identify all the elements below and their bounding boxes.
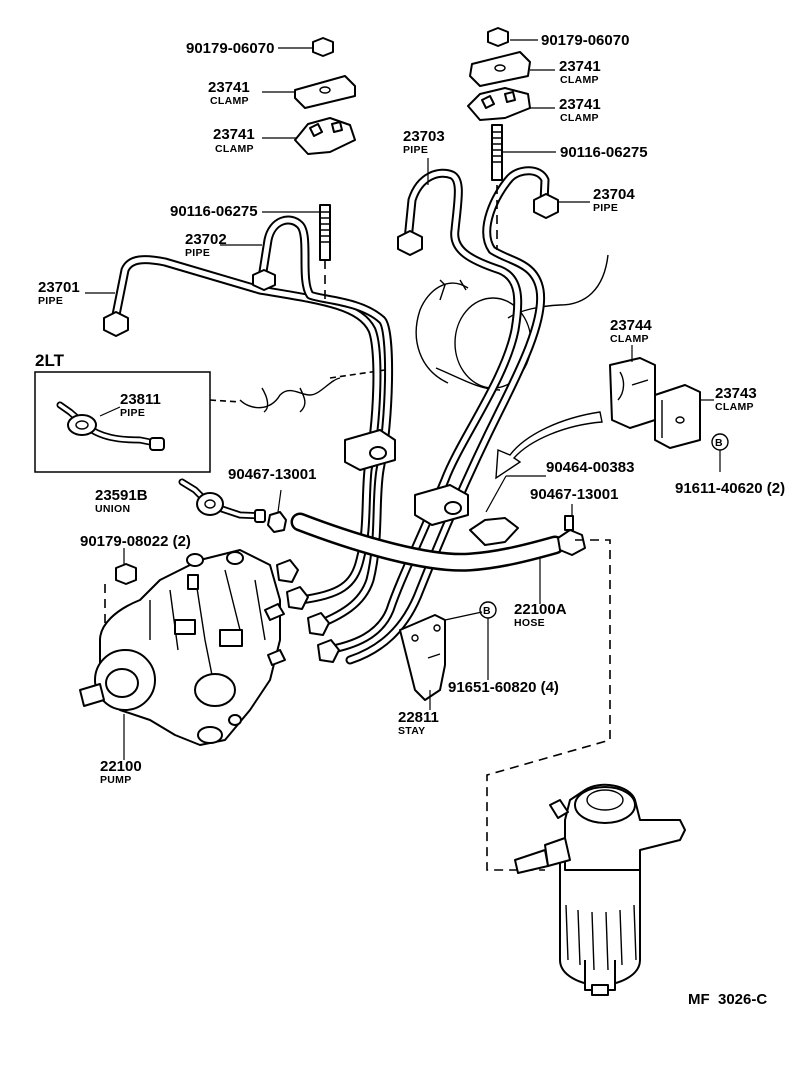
part-number-23704: 23704 xyxy=(593,186,635,203)
fuel-filter-drawing xyxy=(486,539,686,996)
part-name-clamp-23743: CLAMP xyxy=(715,401,754,413)
leader-lines xyxy=(85,39,721,760)
bolt-91651-marker: B xyxy=(483,605,491,617)
part-name-pipe-23702: PIPE xyxy=(185,247,210,259)
assembly-arrow xyxy=(495,411,603,480)
part-name-stay: STAY xyxy=(398,725,425,737)
part-number-90179-06070-left: 90179-06070 xyxy=(186,40,274,57)
injection-pump-drawing xyxy=(79,549,286,746)
bolt-91611-marker: B xyxy=(715,437,723,449)
part-number-90179-06070-right: 90179-06070 xyxy=(541,32,629,49)
part-name-clamp-d: CLAMP xyxy=(560,112,599,124)
part-number-91651-60820: 91651-60820 (4) xyxy=(448,679,559,696)
part-name-pump: PUMP xyxy=(100,774,132,786)
part-number-90467-13001-right: 90467-13001 xyxy=(530,486,618,503)
part-number-90116-06275-left: 90116-06275 xyxy=(170,203,258,220)
part-name-pipe-23704: PIPE xyxy=(593,202,618,214)
part-name-pipe-23701: PIPE xyxy=(38,295,63,307)
inset-variant-label: 2LT xyxy=(35,351,65,370)
part-number-23811: 23811 xyxy=(120,391,161,408)
top-right-clamp-stack xyxy=(467,27,531,121)
pipe-23811-drawing xyxy=(56,401,165,451)
part-name-clamp-a: CLAMP xyxy=(210,95,249,107)
part-number-23743: 23743 xyxy=(715,385,757,402)
part-name-clamp-23744: CLAMP xyxy=(610,333,649,345)
part-number-90464-00383: 90464-00383 xyxy=(546,459,634,476)
part-number-23701: 23701 xyxy=(38,279,80,296)
part-name-clamp-b: CLAMP xyxy=(215,143,254,155)
nut-90179-08022-drawing xyxy=(115,563,137,585)
part-number-23702: 23702 xyxy=(185,231,227,248)
part-number-91611-40620: 91611-40620 (2) xyxy=(675,480,785,497)
part-number-23744: 23744 xyxy=(610,317,652,334)
bracket-clamps xyxy=(609,357,701,449)
pipe-end-nuts xyxy=(103,193,559,663)
stay-22811-drawing xyxy=(399,614,446,701)
part-number-23741-d: 23741 xyxy=(559,96,601,113)
stud-bolts xyxy=(319,124,503,300)
injection-pipes xyxy=(110,166,550,665)
part-number-22100a: 22100A xyxy=(514,601,567,618)
b-markers: B B xyxy=(479,433,729,619)
part-name-clamp-c: CLAMP xyxy=(560,74,599,86)
diagram-id: MF 3026-C xyxy=(688,991,767,1008)
top-left-clamp-stack xyxy=(294,37,356,155)
part-number-23703: 23703 xyxy=(403,128,445,145)
part-number-23741-a: 23741 xyxy=(208,79,250,96)
part-number-23741-c: 23741 xyxy=(559,58,601,75)
part-number-90179-08022: 90179-08022 (2) xyxy=(80,533,191,550)
union-23591b-drawing xyxy=(178,478,266,523)
pipe-clamps xyxy=(344,429,469,526)
part-number-22811: 22811 xyxy=(398,709,439,726)
part-number-23741-b: 23741 xyxy=(213,126,255,143)
part-number-22100: 22100 xyxy=(100,758,142,775)
part-name-hose: HOSE xyxy=(514,617,545,629)
fuel-hose xyxy=(267,511,586,572)
part-name-pipe-23811: PIPE xyxy=(120,407,145,419)
inset-2lt: 2LT xyxy=(34,351,386,473)
part-number-90467-13001-left: 90467-13001 xyxy=(228,466,316,483)
part-number-90116-06275-right: 90116-06275 xyxy=(560,144,648,161)
part-name-union: UNION xyxy=(95,503,130,515)
callout-labels: 90179-06070 23741 CLAMP 23741 CLAMP 9017… xyxy=(38,32,785,1008)
part-name-pipe-23703: PIPE xyxy=(403,144,428,156)
part-number-23591b: 23591B xyxy=(95,487,148,504)
